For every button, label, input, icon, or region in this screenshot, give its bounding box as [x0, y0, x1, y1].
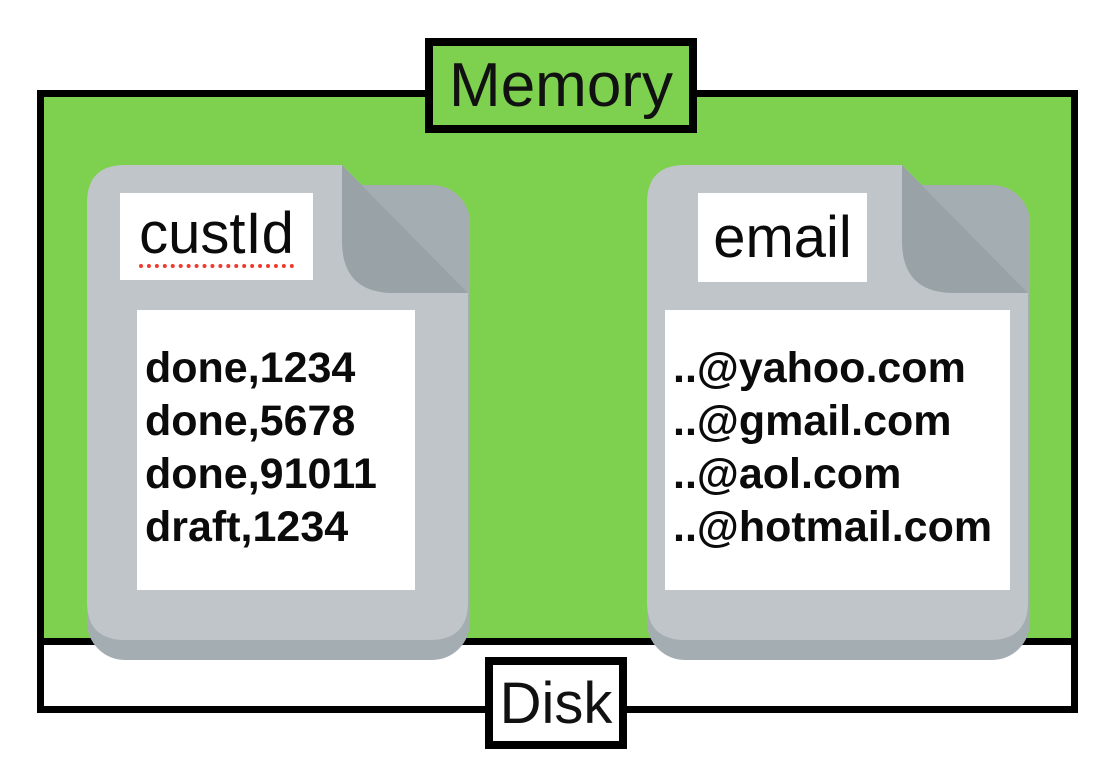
- file-line: draft,1234: [145, 503, 349, 551]
- file-line: done,5678: [145, 397, 356, 445]
- file-name-custid: custId: [139, 201, 294, 268]
- file-line: done,1234: [145, 344, 356, 392]
- disk-label: Disk: [485, 657, 627, 749]
- file-name-label-custid: custId: [120, 193, 313, 280]
- file-name-email: email: [713, 205, 852, 270]
- folded-corner: [342, 165, 468, 293]
- folded-corner: [902, 165, 1028, 293]
- file-icon-custid: custId done,1234 done,5678 done,91011 dr…: [87, 165, 470, 660]
- file-line: ..@yahoo.com: [673, 344, 966, 392]
- file-line: ..@aol.com: [673, 450, 902, 498]
- file-name-label-email: email: [698, 193, 867, 282]
- file-line: done,91011: [145, 450, 377, 498]
- file-line: ..@hotmail.com: [673, 503, 993, 551]
- file-line: ..@gmail.com: [673, 397, 952, 445]
- file-content-email: ..@yahoo.com ..@gmail.com ..@aol.com ..@…: [665, 310, 1010, 590]
- file-icon-email: email ..@yahoo.com ..@gmail.com ..@aol.c…: [647, 165, 1030, 660]
- file-content-custid: done,1234 done,5678 done,91011 draft,123…: [137, 310, 415, 590]
- memory-label: Memory: [425, 38, 697, 133]
